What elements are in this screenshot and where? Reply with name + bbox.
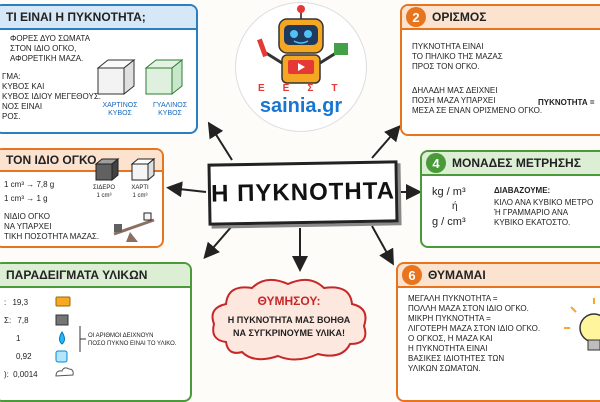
iron-volume: 1 cm³	[96, 193, 112, 199]
card6-line: Ο ΟΓΚΟΣ, Η ΜΑΖΑ ΚΑΙ	[408, 334, 493, 343]
arrow-to-card6	[371, 225, 394, 266]
glass-cube-label: ΓΥΑΛΙΝΟΣ ΚΥΒΟΣ	[152, 102, 188, 117]
balance-drawing	[94, 157, 156, 242]
card-what-is-density: ΤΙ ΕΙΝΑΙ Η ΠΥΚΝΟΤΗΤΑ; ΦΟΡΕΣ ΔΥΟ ΣΩΜΑΤΑ Σ…	[0, 4, 198, 134]
arrow-to-card1	[207, 121, 233, 161]
card2-title: ΟΡΙΣΜΟΣ	[432, 10, 487, 24]
card6-line: ΛΙΓΟΤΕΡΗ ΜΑΖΑ ΣΤΟΝ ΙΔΙΟ ΟΓΚΟ.	[408, 324, 541, 333]
unit-g-cm3: g / cm³	[432, 216, 466, 228]
card-remember: 6 ΘΥΜΑΜΑΙ ΜΕΓΑΛΗ ΠΥΚΝΟΤΗΤΑ = ΠΟΛΛΗ ΜΑΖΑ …	[396, 262, 600, 402]
cloud-shape	[211, 278, 367, 361]
water-drop-icon	[59, 331, 65, 345]
arrow-to-card3	[166, 181, 207, 198]
card4-badge: 4	[426, 153, 446, 173]
material-row: 1	[16, 334, 21, 343]
card3-line: ΤΙΚΗ ΠΟΣΟΤΗΤΑ ΜΑΖΑΣ.	[4, 232, 100, 241]
unit-or: ή	[452, 201, 458, 212]
arrow-to-card5	[203, 225, 233, 260]
ice-cube-icon	[55, 350, 68, 363]
card1-line: ΚΥΒΟΣ ΚΑΙ	[2, 82, 45, 91]
card1-line: ΦΟΡΕΣ ΔΥΟ ΣΩΜΑΤΑ	[10, 34, 91, 43]
lightbulb-icon	[564, 298, 600, 351]
read-title: ΔΙΑΒΑΖΟΥΜΕ:	[494, 186, 551, 195]
card5-title: ΠΑΡΑΔΕΙΓΜΑΤΑ ΥΛΙΚΩΝ	[6, 268, 148, 282]
card1-line: ΚΥΒΟΣ ΙΔΙΟΥ ΜΕΓΕΘΟΥΣ.	[2, 92, 101, 101]
card1-line: ΓΜΑ:	[2, 72, 21, 81]
paper-small-cube-icon	[130, 157, 156, 182]
card-units: 4 ΜΟΝΑΔΕΣ ΜΕΤΡΗΣΗΣ kg / m³ ή g / cm³ ΔΙΑ…	[420, 150, 600, 248]
paper-volume: 1 cm³	[132, 193, 148, 199]
reminder-cloud: ΘΥΜΗΣΟΥ: Η ΠΥΚΝΟΤΗΤΑ ΜΑΣ ΒΟΗΘΑ ΝΑ ΣΥΓΚΡΙ…	[206, 272, 372, 364]
lightbulb-drawing	[564, 298, 600, 351]
card2-line: ΠΥΚΝΟΤΗΤΑ ΕΙΝΑΙ	[412, 42, 484, 51]
material-row: 0,92	[16, 352, 32, 361]
material-row: ): 0,0014	[4, 370, 38, 379]
logo-robot: ΕΕΣΤ sainia.gr	[235, 2, 367, 132]
card2-badge: 2	[406, 7, 426, 27]
card6-line: ΒΑΣΙΚΕΣ ΙΔΙΟΤΗΤΕΣ ΤΩΝ	[408, 354, 505, 363]
logo-text: sainia.gr	[259, 95, 343, 117]
card6-title: ΘΥΜΑΜΑΙ	[428, 268, 486, 282]
cubes-drawing	[96, 58, 184, 96]
card5-note: ΠΟΣΟ ΠΥΚΝΟ ΕΙΝΑΙ ΤΟ ΥΛΙΚΟ.	[88, 341, 177, 347]
card6-line: ΜΕΓΑΛΗ ΠΥΚΝΟΤΗΤΑ =	[408, 294, 498, 303]
card2-line: ΠΡΟΣ ΤΟΝ ΟΓΚΟ.	[412, 62, 480, 71]
card6-line: Η ΠΥΚΝΟΤΗΤΑ ΕΙΝΑΙ	[408, 344, 488, 353]
card4-title: ΜΟΝΑΔΕΣ ΜΕΤΡΗΣΗΣ	[452, 156, 581, 170]
material-row: Σ: 7,8	[4, 316, 29, 325]
card3-title: ΤΟΝ ΙΔΙΟ ΟΓΚΟ	[6, 153, 97, 167]
card3-line: ΝΑ ΥΠΑΡΧΕΙ	[4, 222, 52, 231]
iron-label: ΣΙΔΕΡΟ	[92, 185, 116, 191]
unit-kg-m3: kg / m³	[432, 186, 466, 198]
material-icons	[55, 296, 86, 377]
robot-icon	[257, 5, 348, 84]
paper-label: ΧΑΡΤΙ	[131, 185, 149, 191]
card4-line: Ή ΓΡΑΜΜΑΡΙΟ ΑΝΑ	[494, 208, 569, 217]
card3-line: ΝΙΔΙΟ ΟΓΚΟ	[4, 212, 50, 221]
card-same-volume: ΤΟΝ ΙΔΙΟ ΟΓΚΟ 1 cm³ → 7,8 g 1 cm³ → 1 g …	[0, 148, 164, 248]
cloud-air-icon	[55, 367, 74, 377]
card4-line: ΚΙΛΟ ΑΝΑ ΚΥΒΙΚΟ ΜΕΤΡΟ	[494, 198, 594, 207]
reminder-line: Η ΠΥΚΝΟΤΗΤΑ ΜΑΣ ΒΟΗΘΑ	[227, 315, 351, 325]
card1-line: ΡΟΣ.	[2, 112, 21, 121]
card6-badge: 6	[402, 265, 422, 285]
arrow-to-card2	[371, 124, 401, 159]
logo-banner: ΕΕΣΤ	[258, 83, 356, 94]
paper-mass-line: 1 cm³ → 1 g	[4, 194, 48, 203]
gold-bar-icon	[55, 296, 71, 307]
iron-block-icon	[55, 314, 69, 326]
balance-scale-icon	[113, 212, 155, 242]
card1-line: ΑΦΟΡΕΤΙΚΗ ΜΑΖΑ.	[10, 54, 84, 63]
card5-note: ΟΙ ΑΡΙΘΜΟΙ ΔΕΙΧΝΟΥΝ	[88, 333, 154, 339]
card4-line: ΚΥΒΙΚΟ ΕΚΑΤΟΣΤΟ.	[494, 218, 571, 227]
card6-line: ΠΟΛΛΗ ΜΑΖΑ ΣΤΟΝ ΙΔΙΟ ΟΓΚΟ.	[408, 304, 529, 313]
iron-cube-icon	[94, 157, 120, 182]
center-title-box: Η ΠΥΚΝΟΤΗΤΑ	[207, 160, 399, 226]
paper-cube-label: ΧΑΡΤΙΝΟΣ ΚΥΒΟΣ	[102, 102, 138, 117]
card1-line: ΣΤΟΝ ΙΔΙΟ ΟΓΚΟ,	[10, 44, 77, 53]
card6-line: ΥΛΙΚΩΝ ΣΩΜΑΤΩΝ.	[408, 364, 481, 373]
glass-cube-icon	[144, 58, 184, 96]
reminder-title: ΘΥΜΗΣΟΥ:	[257, 294, 321, 308]
card1-title: ΤΙ ΕΙΝΑΙ Η ΠΥΚΝΟΤΗΤΑ;	[6, 10, 146, 24]
card6-line: ΜΙΚΡΗ ΠΥΚΝΟΤΗΤΑ =	[408, 314, 491, 323]
card2-line: ΤΟ ΠΗΛΙΚΟ ΤΗΣ ΜΑΖΑΣ	[412, 52, 503, 61]
card2-line: ΔΗΛΑΔΗ ΜΑΣ ΔΕΙΧΝΕΙ	[412, 86, 498, 95]
card-material-examples: ΠΑΡΑΔΕΙΓΜΑΤΑ ΥΛΙΚΩΝ : 19,3 Σ: 7,8 1 0,92…	[0, 262, 192, 402]
center-title: Η ΠΥΚΝΟΤΗΤΑ	[210, 177, 396, 208]
iron-mass-line: 1 cm³ → 7,8 g	[4, 180, 55, 189]
card-definition: 2 ΟΡΙΣΜΟΣ ΠΥΚΝΟΤΗΤΑ ΕΙΝΑΙ ΤΟ ΠΗΛΙΚΟ ΤΗΣ …	[400, 4, 600, 136]
paper-cube-icon	[96, 58, 136, 96]
card1-line: ΝΟΣ ΕΙΝΑΙ	[2, 102, 43, 111]
material-row: : 19,3	[4, 298, 29, 307]
density-formula: ΠΥΚΝΟΤΗΤΑ =	[538, 98, 595, 107]
card2-line: ΜΕΣΑ ΣΕ ΕΝΑΝ ΟΡΙΣΜΕΝΟ ΟΓΚΟ.	[412, 106, 543, 115]
reminder-line: ΝΑ ΣΥΓΚΡΙΝΟΥΜΕ ΥΛΙΚΑ!	[232, 328, 346, 338]
card2-line: ΠΟΣΗ ΜΑΖΑ ΥΠΑΡΧΕΙ	[412, 96, 496, 105]
